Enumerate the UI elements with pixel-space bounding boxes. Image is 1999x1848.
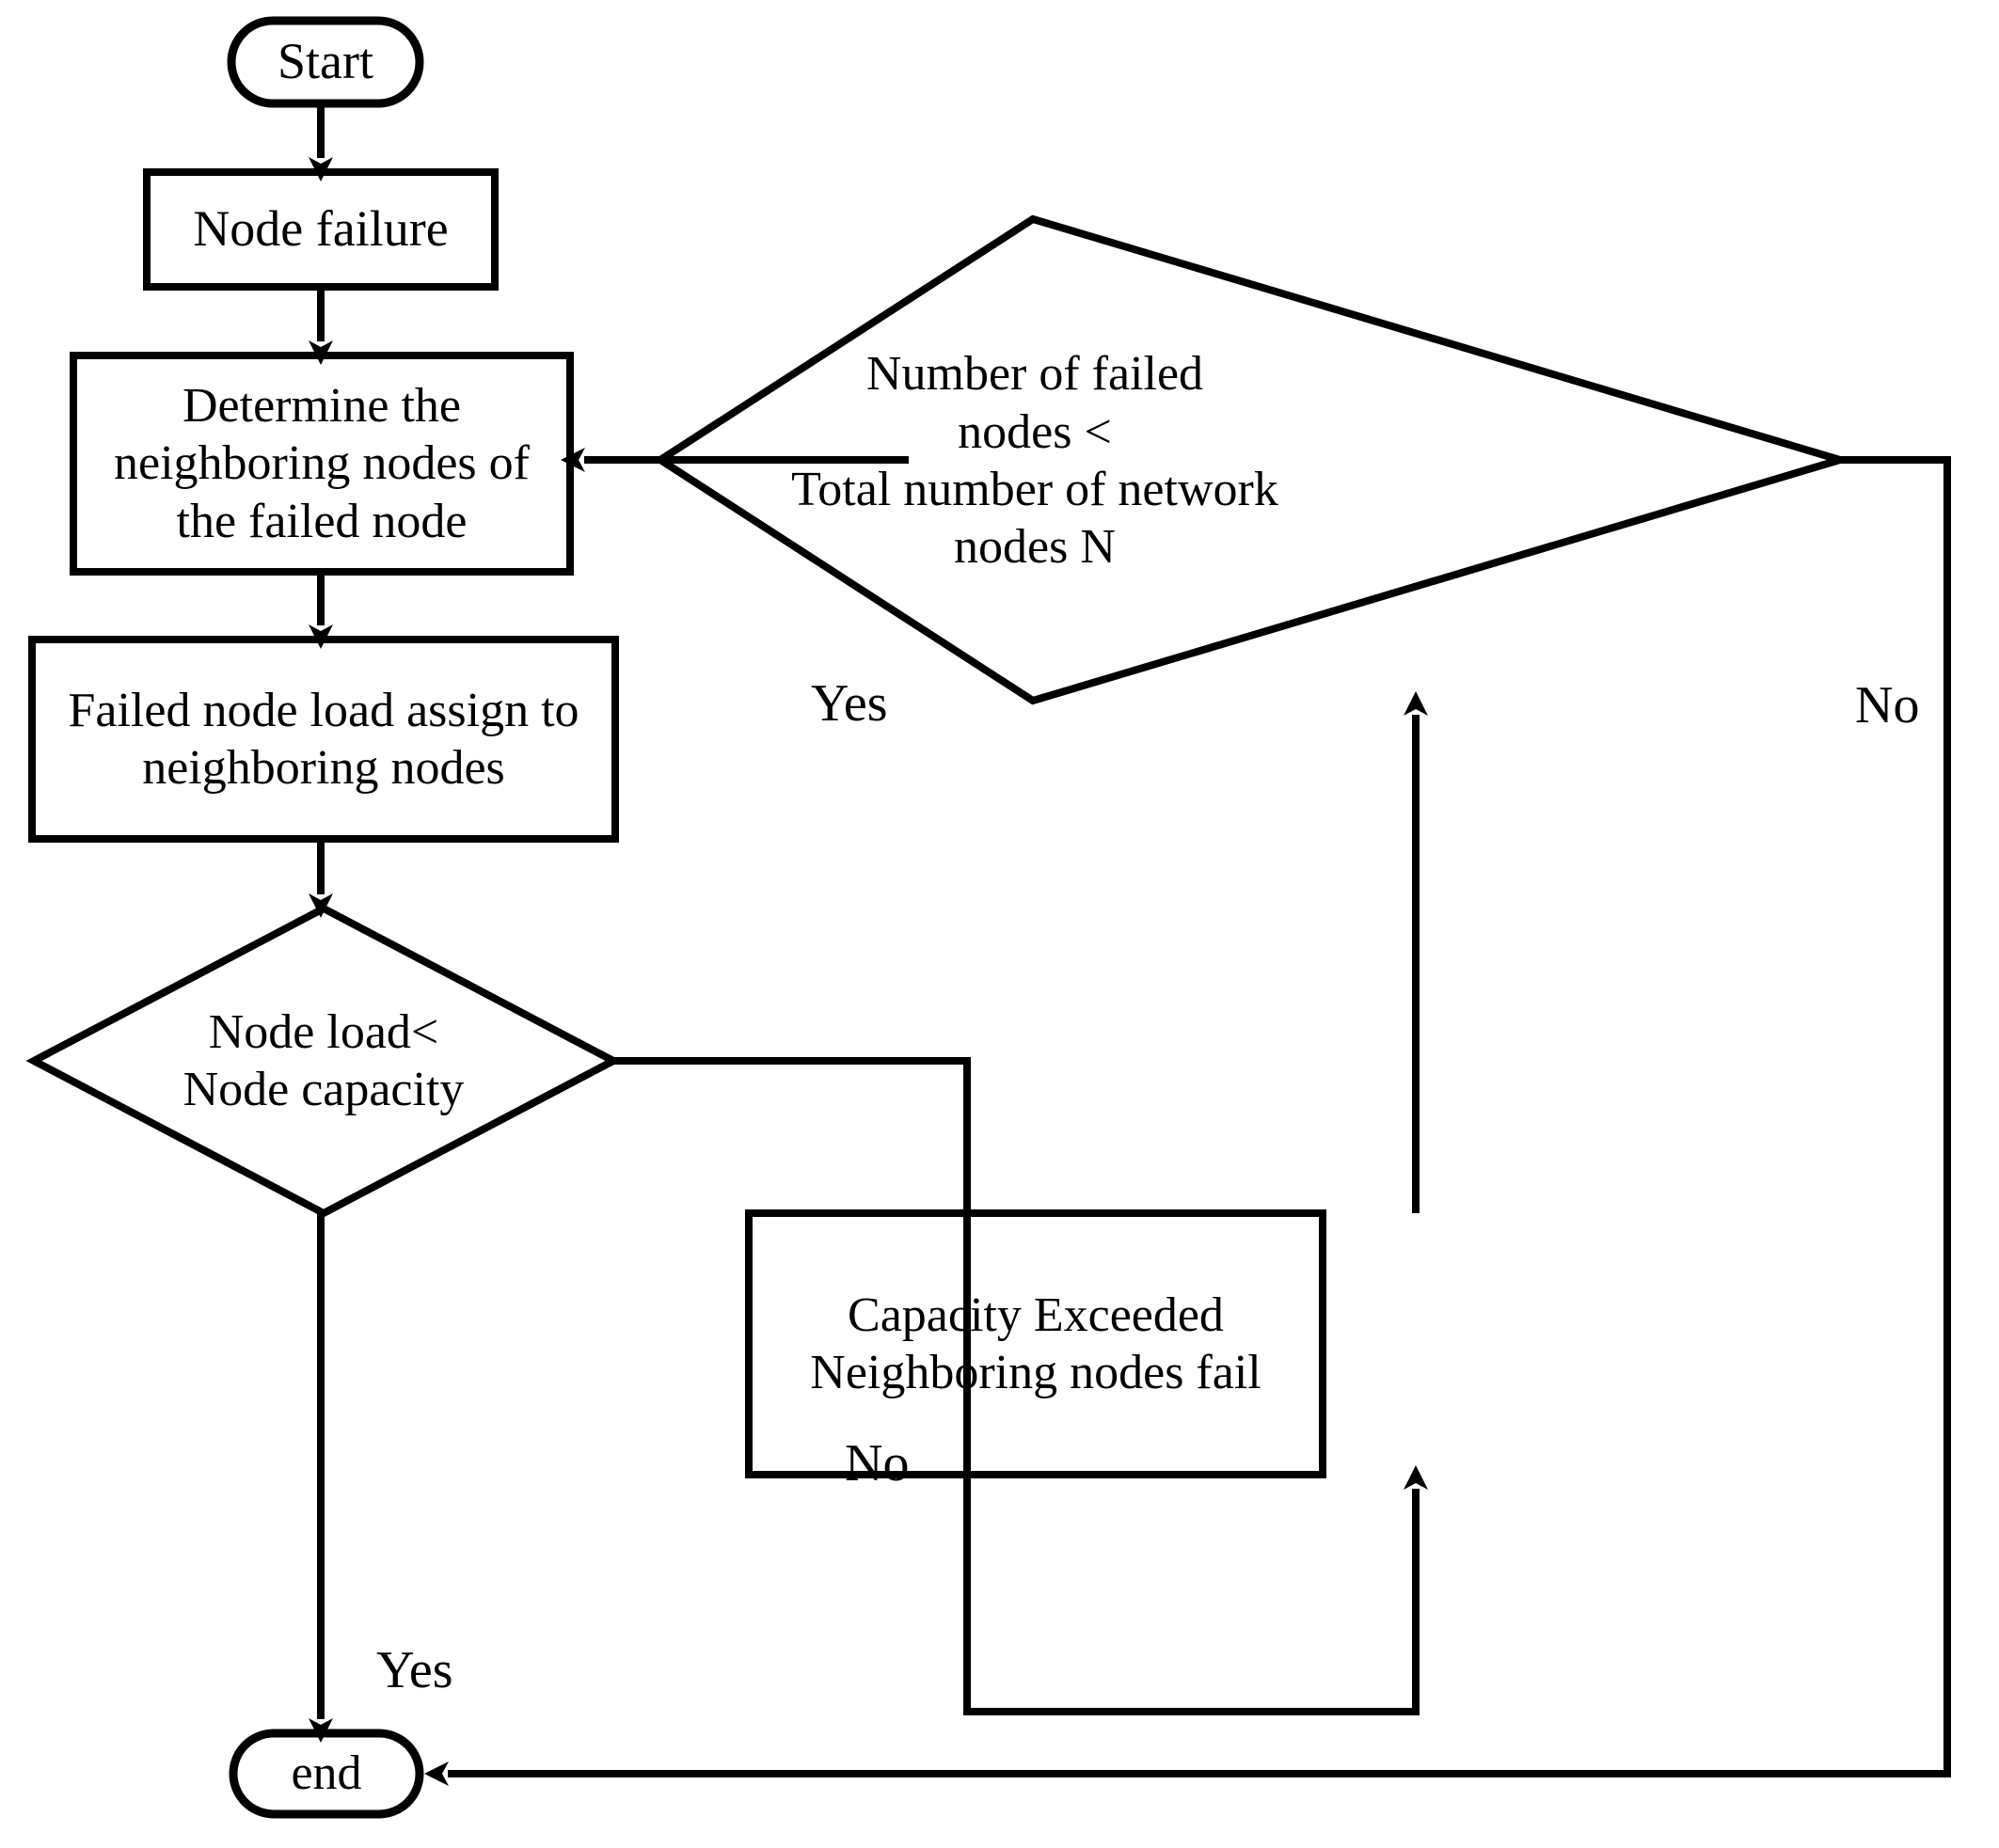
edge-label-load-check-no: No	[845, 1434, 910, 1493]
shape-capacity-exceeded[interactable]	[745, 1209, 1326, 1478]
edge-label-failed-count-no: No	[1855, 676, 1920, 734]
shape-assign-load[interactable]	[28, 636, 619, 843]
edge-load-check-no-to-capacity-exceeded	[613, 1057, 1428, 1715]
node-end[interactable]	[233, 1733, 420, 1814]
shape-node-failure[interactable]	[143, 168, 499, 291]
node-load-check[interactable]	[34, 908, 613, 1213]
edge-label-failed-count-yes: Yes	[811, 674, 888, 733]
node-start[interactable]	[231, 21, 420, 103]
node-capacity-exceeded[interactable]	[749, 1213, 1323, 1475]
node-assign-load[interactable]	[32, 640, 615, 839]
edge-failed-count-no-to-end	[424, 456, 1951, 1786]
shape-start[interactable]	[227, 16, 424, 108]
edge-label-load-check-yes: Yes	[376, 1641, 453, 1699]
shape-failed-count-check[interactable]	[653, 214, 1853, 705]
node-determine-neighbors[interactable]	[73, 355, 570, 572]
node-node-failure[interactable]	[147, 172, 495, 287]
node-failed-count-check[interactable]	[660, 219, 1840, 701]
